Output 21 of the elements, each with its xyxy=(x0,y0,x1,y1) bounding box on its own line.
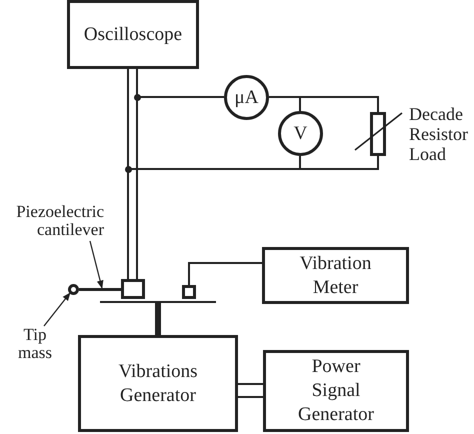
wire xyxy=(269,96,379,112)
ammeter-circle: μA xyxy=(224,75,269,120)
cantilever-beam xyxy=(79,288,121,291)
instrument-box: Vibration Meter xyxy=(262,247,409,304)
instrument-box: Power Signal Generator xyxy=(263,350,409,432)
wire xyxy=(238,383,263,385)
clamp-block xyxy=(121,279,145,299)
sensor-block xyxy=(182,285,196,299)
part-label: Piezoelectric cantilever xyxy=(0,203,104,241)
variable-resistor-symbol xyxy=(354,112,404,156)
shaker-stem xyxy=(155,303,161,335)
leader-arrow xyxy=(44,292,71,326)
component-label: Decade Resistor Load xyxy=(409,104,470,164)
leader-arrow xyxy=(89,240,104,289)
wire xyxy=(188,262,262,285)
instrument-box: Oscilloscope xyxy=(67,0,199,69)
part-label: Tip mass xyxy=(12,326,58,364)
wire xyxy=(238,396,263,398)
instrument-box: Vibrations Generator xyxy=(78,335,238,432)
tip-mass-ring xyxy=(68,284,79,295)
voltmeter-circle: V xyxy=(278,111,323,156)
